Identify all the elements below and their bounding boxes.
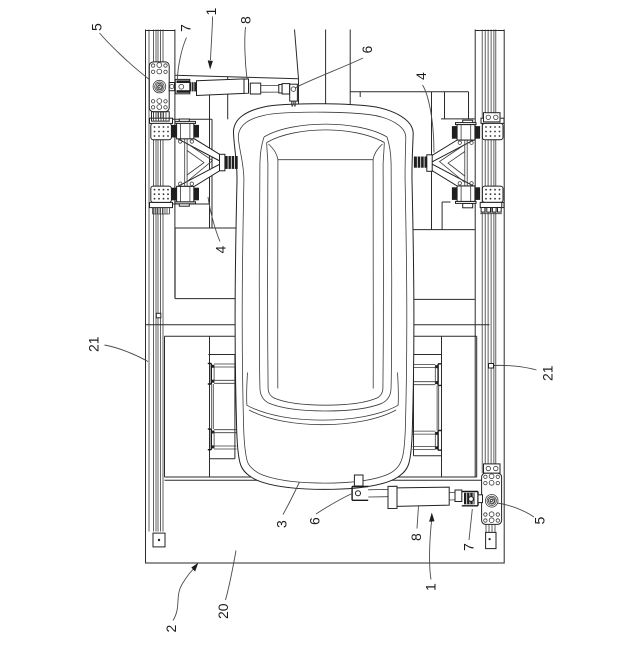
- svg-text:8: 8: [238, 16, 254, 24]
- svg-text:1: 1: [203, 8, 219, 16]
- svg-text:6: 6: [359, 46, 375, 54]
- svg-text:1: 1: [423, 583, 439, 591]
- svg-text:5: 5: [532, 517, 548, 525]
- svg-text:3: 3: [274, 520, 290, 528]
- svg-text:2: 2: [163, 625, 179, 633]
- svg-text:5: 5: [89, 23, 105, 31]
- svg-text:21: 21: [540, 365, 556, 381]
- svg-text:8: 8: [408, 533, 424, 541]
- svg-text:6: 6: [307, 517, 323, 525]
- svg-text:20: 20: [215, 603, 231, 619]
- svg-text:7: 7: [461, 543, 477, 551]
- svg-text:7: 7: [178, 24, 194, 32]
- svg-text:21: 21: [86, 336, 102, 352]
- svg-text:4: 4: [413, 72, 429, 80]
- svg-text:4: 4: [213, 246, 229, 254]
